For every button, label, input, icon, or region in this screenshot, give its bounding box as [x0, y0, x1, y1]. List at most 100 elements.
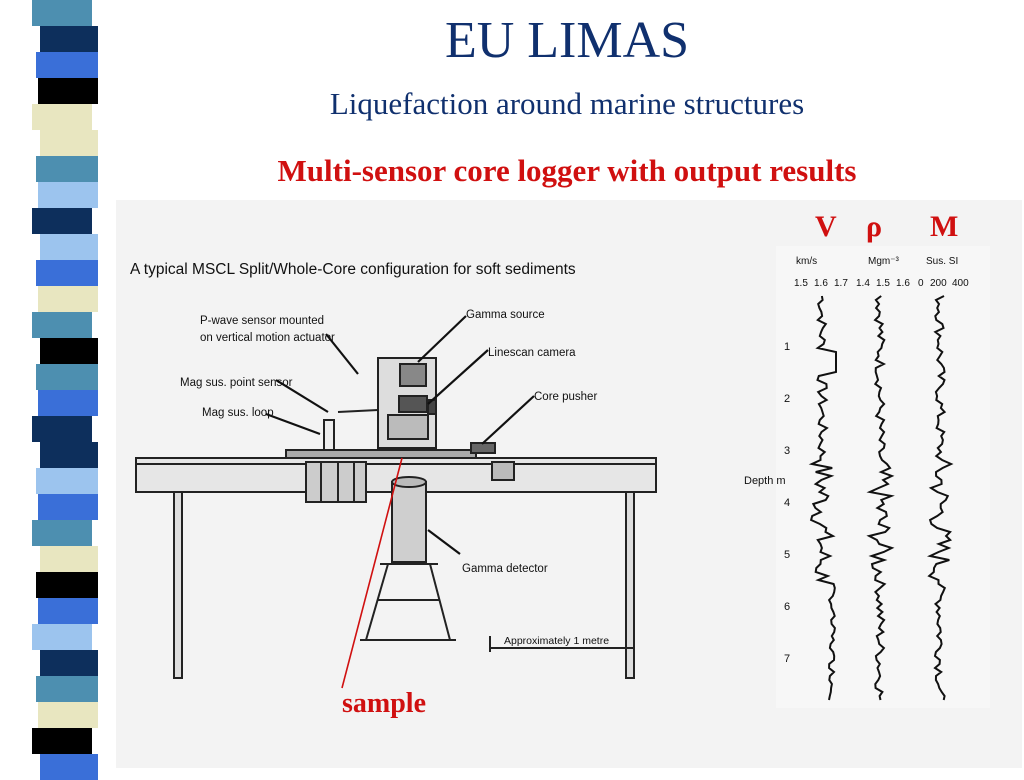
susceptibility-trace: [926, 295, 954, 701]
stripe-block: [32, 0, 92, 26]
stripe-block: [38, 598, 98, 624]
depth-tick-label: 4: [784, 497, 790, 509]
depth-tick-label: 5: [784, 549, 790, 561]
stripe-block: [38, 78, 98, 104]
stripe-block: [36, 572, 98, 598]
stripe-block: [32, 728, 92, 754]
stripe-block: [40, 442, 98, 468]
track-clamp: [491, 461, 515, 481]
depth-tick-label: 3: [784, 445, 790, 457]
core-section: [285, 449, 477, 459]
stripe-block: [32, 520, 92, 546]
pointer-point-sensor: [275, 379, 329, 413]
depth-tick-label: 1: [784, 341, 790, 353]
stand-leg-right: [429, 563, 451, 641]
tick-v-1: 1.6: [814, 278, 828, 289]
sample-pointer: [341, 457, 403, 689]
callout-gamma-source: Gamma source: [466, 309, 545, 321]
depth-axis-label: Depth m: [744, 475, 786, 487]
pointer-gamma-detector: [427, 529, 461, 555]
stripe-block: [38, 494, 98, 520]
stripe-block: [36, 156, 98, 182]
stand-leg-left: [365, 563, 389, 641]
gamma-source-unit: [399, 363, 427, 387]
gamma-detector-unit: [391, 481, 427, 563]
slide-heading: Multi-sensor core logger with output res…: [277, 153, 857, 188]
pointer-gamma-source: [417, 315, 467, 363]
unit-rho: Mgm⁻³: [868, 256, 900, 267]
slide-subtitle: Liquefaction around marine structures: [329, 86, 805, 121]
log-traces: [808, 295, 954, 701]
tick-rho-0: 1.4: [856, 278, 870, 289]
scale-bar-label: Approximately 1 metre: [504, 635, 609, 647]
stripe-block: [36, 468, 98, 494]
table-leg-right: [625, 491, 635, 679]
pointer-core-pusher: [481, 395, 535, 445]
point-sensor-arm: [337, 409, 379, 413]
stripe-block: [32, 416, 92, 442]
detector-top: [391, 476, 427, 488]
tick-m-0: 0: [918, 278, 924, 289]
stripe-block: [36, 260, 98, 286]
slide-title: EU LIMAS: [444, 12, 690, 69]
stripe-block: [38, 390, 98, 416]
stripe-block: [36, 52, 98, 78]
density-label: ρ: [866, 210, 883, 243]
callout-labels: P-wave sensor mounted on vertical motion…: [180, 309, 609, 647]
stripe-block: [40, 338, 98, 364]
callout-loop: Mag sus. loop: [202, 407, 274, 419]
log-panel: km/s Mgm⁻³ Sus. SI 1.5 1.6 1.7 1.4 1.5 1…: [744, 246, 990, 708]
sample-label: sample: [342, 688, 426, 719]
pwave-actuator: [387, 414, 429, 440]
core-logger-machine: [135, 357, 657, 679]
mag-sus-loop: [305, 461, 367, 503]
stripe-block: [32, 208, 92, 234]
tick-rho-1: 1.5: [876, 278, 890, 289]
unit-v: km/s: [796, 256, 817, 267]
pointer-linescan: [427, 349, 489, 405]
tick-m-2: 400: [952, 278, 969, 289]
log-panel-bg: [776, 246, 990, 708]
callout-pwave-1: P-wave sensor mounted: [200, 315, 324, 327]
stripe-block: [32, 104, 92, 130]
unit-m: Sus. SI: [926, 256, 958, 267]
density-trace: [866, 295, 895, 701]
callout-gamma-detector: Gamma detector: [462, 563, 548, 575]
stripe-block: [40, 546, 98, 572]
stripe-block: [38, 286, 98, 312]
callout-pointers: [265, 315, 535, 555]
linescan-camera-unit: [398, 395, 428, 413]
velocity-trace: [808, 295, 837, 701]
tick-rho-2: 1.6: [896, 278, 910, 289]
callout-pwave-2: on vertical motion actuator: [200, 332, 335, 344]
table-leg-left: [173, 491, 183, 679]
depth-tick-label: 7: [784, 653, 790, 665]
velocity-label: V: [815, 210, 837, 243]
stripe-block: [40, 754, 98, 780]
stripe-block: [32, 312, 92, 338]
callout-linescan: Linescan camera: [488, 347, 576, 359]
magnetic-susceptibility-label: M: [930, 210, 959, 243]
scanned-figure: A typical MSCL Split/Whole-Core configur…: [116, 200, 1022, 768]
depth-ticks: 1 2 3 4 5 6 7: [784, 341, 790, 665]
tick-v-2: 1.7: [834, 278, 848, 289]
pointer-pwave: [325, 333, 359, 375]
stripe-block: [40, 26, 98, 52]
stripe-block: [32, 624, 92, 650]
depth-tick-label: 6: [784, 601, 790, 613]
stripe-block: [40, 234, 98, 260]
stripe-block: [36, 676, 98, 702]
tick-m-1: 200: [930, 278, 947, 289]
tick-v-0: 1.5: [794, 278, 808, 289]
callout-point-sensor: Mag sus. point sensor: [180, 377, 293, 389]
core-logger-diagram: A typical MSCL Split/Whole-Core configur…: [130, 246, 990, 708]
stripe-block: [40, 130, 98, 156]
pointer-loop: [265, 412, 321, 436]
depth-tick-label: 2: [784, 393, 790, 405]
stripe-block: [38, 182, 98, 208]
stripe-block: [40, 650, 98, 676]
stripe-block: [38, 702, 98, 728]
callout-core-pusher: Core pusher: [534, 391, 597, 403]
decorative-stripe-bar: [0, 0, 100, 780]
figure-caption: A typical MSCL Split/Whole-Core configur…: [130, 261, 576, 278]
